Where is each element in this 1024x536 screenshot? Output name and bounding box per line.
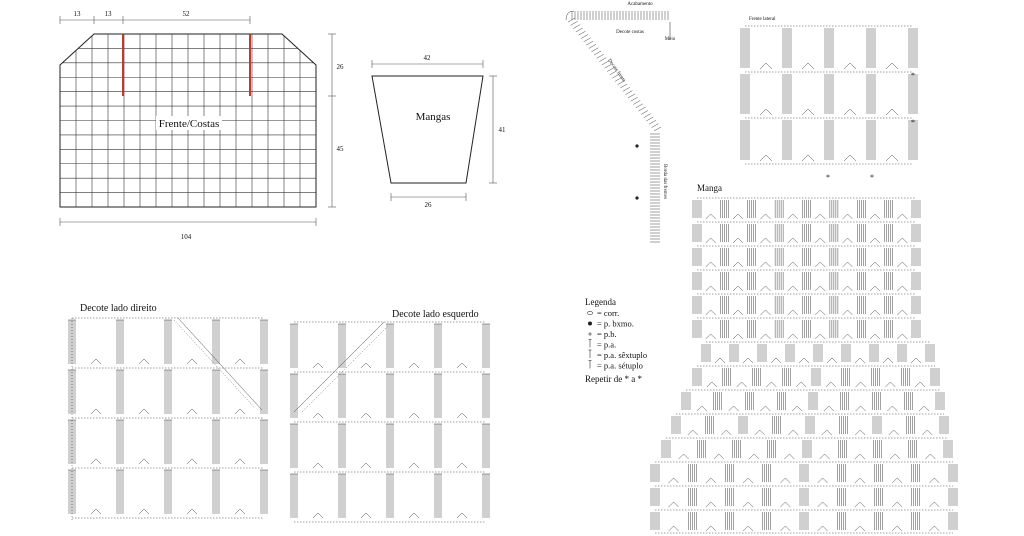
neck-left-chart: Decote lado esquerdo [290,309,490,523]
edge-label-front-edge: Borda das frentes [662,164,667,199]
edge-label-back-neck: Decote costas [616,30,644,35]
legend-item-label: = corr. [597,308,619,318]
dim-45: 45 [337,145,345,153]
body-grid [60,34,316,207]
legend-item-label: = p.a. [597,340,616,350]
repeat-mark-1: * [911,71,915,80]
dim-13-left: 13 [74,10,82,18]
repeat-mark-3: * [826,173,830,182]
front-back-schematic: 13 13 52 26 45 104 Frente/Costas [59,10,345,241]
dim-52: 52 [183,10,191,18]
dim-104: 104 [181,233,192,241]
body-outline [59,33,317,208]
edge-label-middle: Meio [665,37,676,42]
motif-chart: Frente lateral * * * * [740,17,918,182]
sleeve-label: Mangas [416,111,451,123]
legend-item-label: = p.a. sêxtuplo [597,350,647,360]
dim-13-right: 13 [105,10,113,18]
double-crochet-symbol [588,339,592,348]
sleeve-chart-title: Manga [697,183,722,193]
repeat-mark-4: * [870,173,874,182]
sleeve-dim-bottom: 26 [425,201,433,209]
slip-stitch-dot [635,196,639,200]
edge-label-front-neck: Decote frente [606,58,626,84]
edge-chart: Acabamento Decote costas Meio Decote fre… [565,2,676,243]
legend-title: Legenda [585,297,616,307]
sleeve-schematic: 42 26 41 Mangas [371,54,507,209]
slip-stitch-dot [635,144,639,148]
motif-stitch-grid [740,25,918,165]
six-dc-group-symbol [588,349,592,358]
slip-stitch-symbol [588,321,592,326]
dim-26: 26 [337,63,345,71]
legend-item-label: = p.b. [597,329,617,339]
seven-dc-group-symbol [588,360,592,369]
neck-left-title: Decote lado esquerdo [392,309,479,320]
motif-label: Frente lateral [749,17,776,22]
repeat-mark-2: * [911,118,915,127]
label-backdrop [156,116,222,130]
legend-item-label: = p. bxmo. [597,319,634,329]
sleeve-chart: Manga [650,183,958,534]
single-crochet-symbol [588,332,592,336]
neck-right-chart: Decote lado direito [68,303,268,520]
legend: Legenda = corr.= p. bxmo.= p.b.= p.a.= p… [585,297,647,384]
edge-label-finish: Acabamento [627,2,653,7]
body-label: Frente/Costas [159,118,220,130]
chain-symbol [587,311,593,315]
edge-stitches [565,10,669,243]
sleeve-dim-top: 42 [424,54,432,62]
legend-repeat: Repetir de * a * [585,374,642,384]
sleeve-outline [371,75,484,184]
neck-right-title: Decote lado direito [80,303,157,314]
legend-item-label: = p.a. sétuplo [597,361,643,371]
sleeve-dim-height: 41 [499,126,507,134]
